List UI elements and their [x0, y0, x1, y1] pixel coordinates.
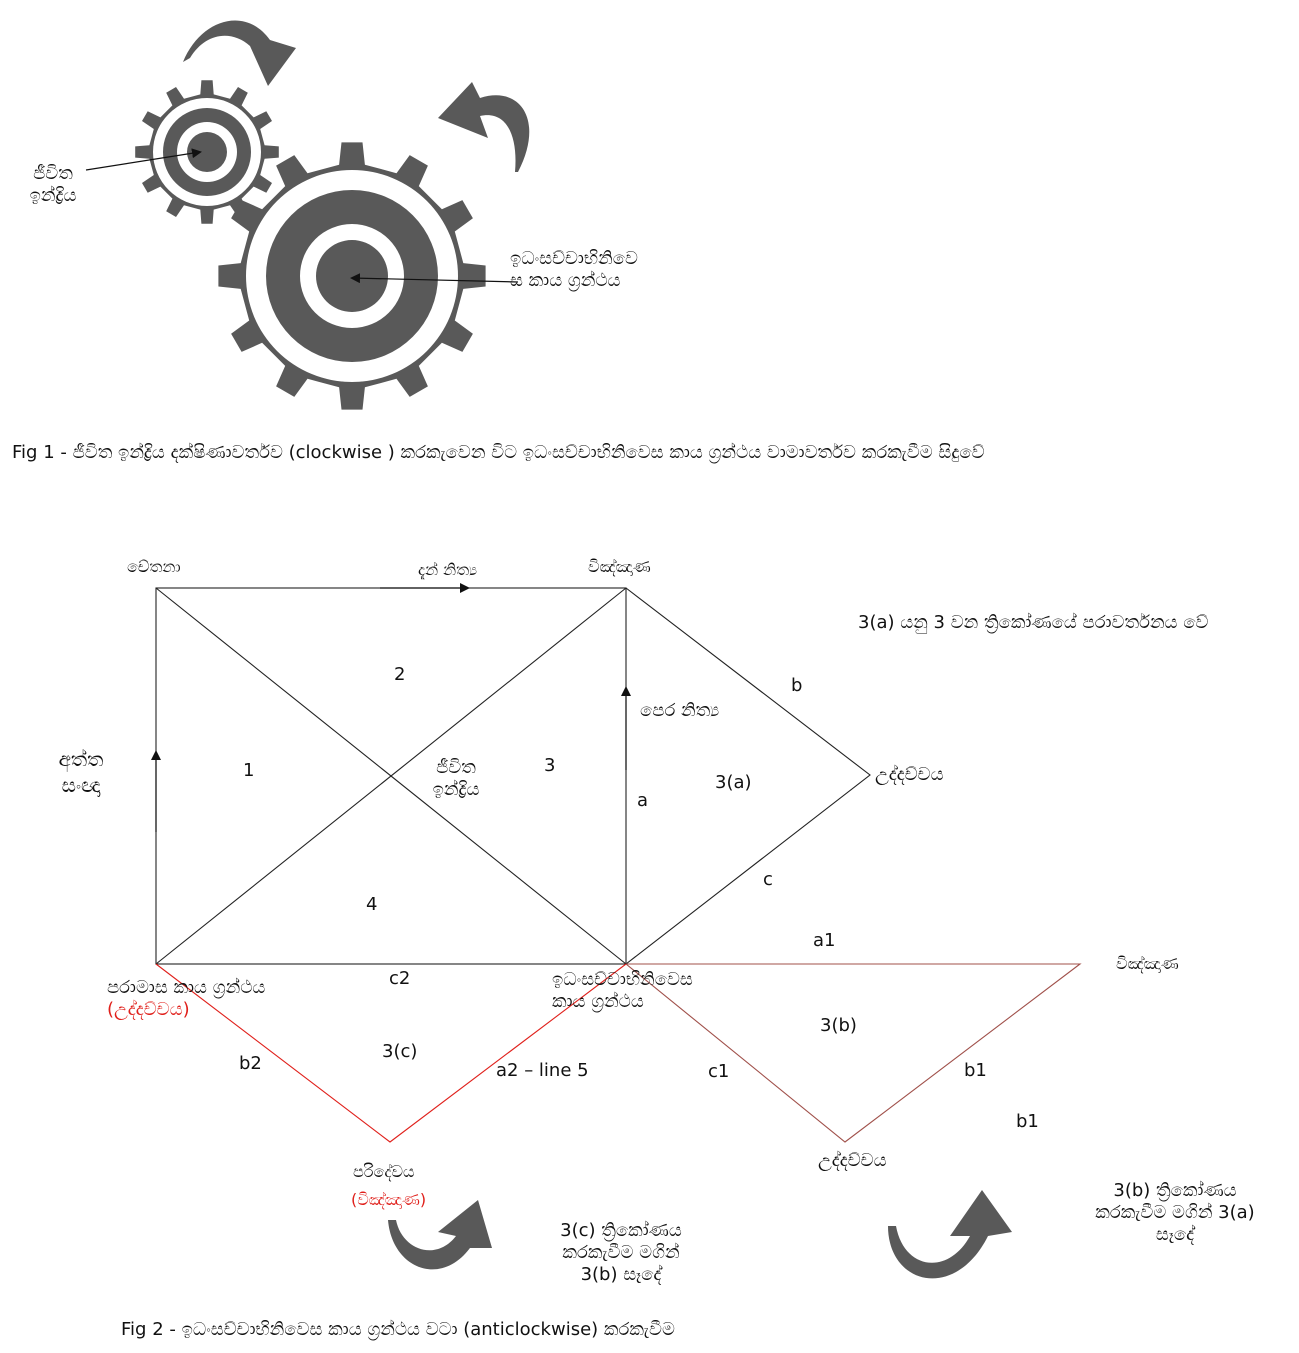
label-chetana: චේතනා: [127, 557, 181, 576]
label-line: ජීවිත: [436, 757, 476, 778]
triangle-3c: [155, 963, 627, 1143]
edge-b2: b2: [239, 1053, 262, 1074]
label-idansachcha-node: ඉධංසච්චාභිනිවෙස කාය ග්‍රන්ථය: [552, 969, 693, 1013]
edge-b1-upper: b1: [964, 1060, 987, 1081]
label-line: ජීවිත: [33, 163, 73, 184]
edge-c1: c1: [708, 1061, 730, 1082]
note-line: කරකැවීම මගින් 3(a): [1095, 1202, 1255, 1223]
edge-c: c: [763, 869, 773, 890]
anticlockwise-arrow-icon: [438, 82, 530, 172]
region-3b: 3(b): [820, 1015, 857, 1036]
edge-a1: a1: [813, 930, 836, 951]
edge-c2: c2: [389, 968, 411, 989]
fig1-caption: Fig 1 - ජීවිත ඉන්ද්‍රිය දක්ෂිණාවර්තව (cl…: [12, 442, 985, 463]
label-line: ඉධංසච්චාභිනිවෙස: [552, 969, 693, 990]
label-paridevaya: පරිදේවය: [353, 1162, 415, 1181]
label-jeewitha-center: ජීවිත ඉන්ද්‍රිය: [418, 757, 494, 801]
label-line: ඉන්ද්‍රිය: [432, 779, 480, 800]
pointer-large-gear: [350, 273, 519, 284]
edge-a: a: [637, 790, 649, 811]
edge-a2: a2 – line 5: [496, 1060, 589, 1081]
region-3c: 3(c): [382, 1041, 418, 1062]
region-3a: 3(a): [715, 772, 752, 793]
region-1: 1: [243, 760, 255, 781]
label-line: සංඥා: [61, 773, 101, 797]
label-vignana-right: විඤ්ඤාණ: [1116, 954, 1179, 973]
region-4: 4: [366, 894, 378, 915]
label-pera-nithya: පෙර නිත්‍ය: [640, 700, 720, 721]
note-line: කරකැවීම මගින්: [562, 1242, 680, 1263]
note-3b: 3(b) ත්‍රිකෝණය කරකැවීම මගින් 3(a) සෑදේ: [1066, 1180, 1284, 1246]
fig2-caption: Fig 2 - ඉධංසච්චාභිනිවෙස කාය ග්‍රන්ථය වටා…: [121, 1319, 675, 1340]
label-line: ඉන්ද්‍රිය: [29, 185, 77, 206]
label-line: ඉධංසච්චාභිනිවෙ: [510, 248, 638, 269]
edge-b: b: [791, 675, 803, 696]
triangle-3a: [625, 587, 871, 965]
label-paramasa-sub: (උද්දච්චය): [107, 999, 190, 1020]
note-line: 3(b) සෑදේ: [580, 1264, 662, 1285]
region-2: 2: [394, 664, 406, 685]
label-vignana-top: විඤ්ඤාණ: [588, 557, 651, 576]
label-line: අත්ත: [58, 747, 104, 771]
pointer-small-gear: [85, 148, 202, 171]
label-paramasa: පරාමාස කාය ග්‍රන්ථය: [107, 977, 266, 998]
clockwise-arrow-icon: [183, 20, 296, 87]
note-line: 3(c) ත්‍රිකෝණය: [560, 1220, 682, 1241]
anticlockwise-arrow-3c-icon: [388, 1200, 492, 1270]
anticlockwise-arrow-3b-icon: [888, 1190, 1012, 1279]
label-uddachcha-bottom: උද්දච්චය: [818, 1150, 887, 1171]
triangle-3b: [625, 963, 1082, 1143]
label-paridevaya-sub: (විඤ්ඤාණ): [351, 1190, 427, 1209]
diagonal-2: [155, 587, 627, 965]
label-atta-sangna: අත්ත සංඥා: [46, 746, 116, 798]
label-line: කාය ග්‍රන්ථය: [552, 991, 644, 1012]
note-3c: 3(c) ත්‍රිකෝණය කරකැවීම මගින් 3(b) සෑදේ: [536, 1220, 706, 1286]
note-line: සෑදේ: [1155, 1224, 1195, 1245]
edge-b1-lower: b1: [1016, 1111, 1039, 1132]
small-gear-icon: [135, 80, 279, 224]
region-3: 3: [544, 755, 556, 776]
label-idansachcha-gear: ඉධංසච්චාභිනිවෙ ස කාය ග්‍රන්ථය: [510, 248, 638, 292]
note-line: 3(b) ත්‍රිකෝණය: [1113, 1180, 1237, 1201]
label-uddachcha-right: උද්දච්චය: [875, 764, 944, 785]
label-jeewitha-indriya: ජීවිත ඉන්ද්‍රිය: [18, 163, 88, 207]
label-dan-nithya: දැන් නිත්‍ය: [418, 560, 478, 579]
note-3a: 3(a) යනු 3 වන ත්‍රිකෝණයේ පරාවර්තනය වේ: [858, 612, 1209, 633]
label-line: ස කාය ග්‍රන්ථය: [510, 270, 621, 291]
